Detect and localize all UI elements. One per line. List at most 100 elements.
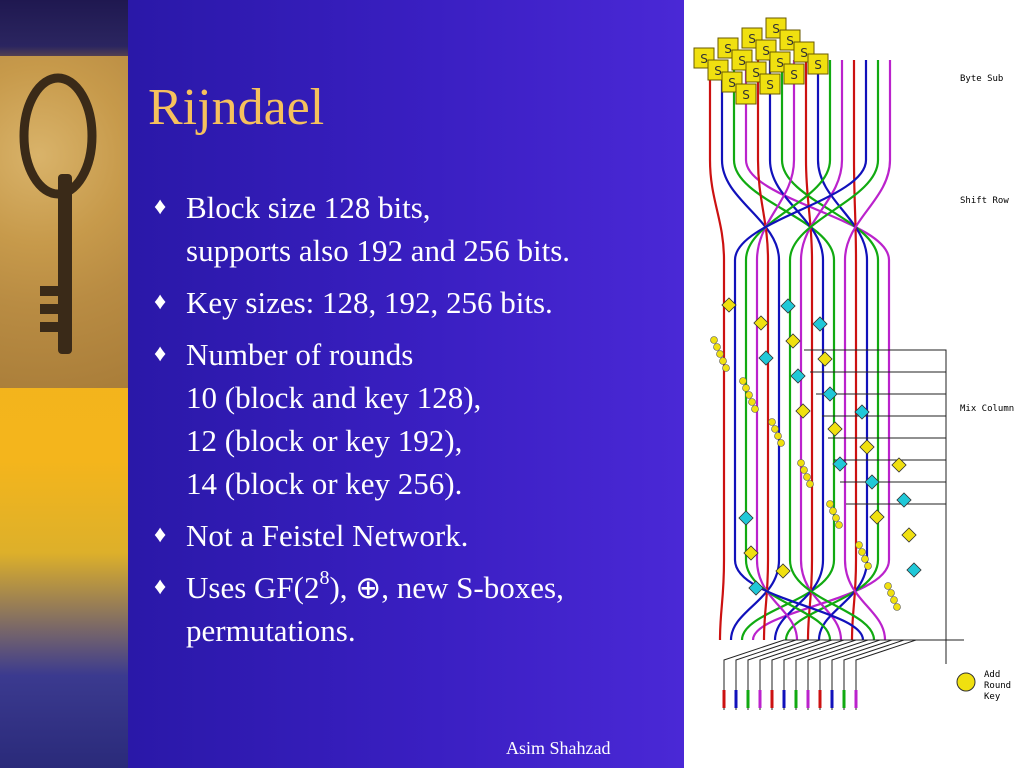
sbox-label: S (724, 42, 732, 56)
mix-column-box (859, 439, 875, 455)
xor-node (777, 439, 785, 447)
sbox-label: S (766, 78, 774, 92)
wire (744, 60, 832, 641)
key-stub (734, 690, 738, 708)
wire (720, 60, 781, 641)
sbox-cube (807, 53, 829, 75)
sbox-label: S (800, 46, 808, 60)
wire (816, 60, 869, 641)
bullet-diamond-icon: ♦ (154, 194, 167, 220)
xor-node (748, 398, 756, 406)
xor-node (797, 459, 805, 467)
sbox-label: S (742, 88, 750, 102)
sbox-label: S (738, 54, 746, 68)
bullet-block-size: ♦ Block size 128 bits, supports also 192… (150, 186, 690, 272)
wire (755, 60, 799, 641)
xor-node (855, 541, 863, 549)
key-stub (806, 690, 810, 708)
mix-column-box (780, 298, 796, 314)
mix-column-box (827, 421, 843, 437)
mix-column-box (817, 351, 833, 367)
xor-node (742, 384, 750, 392)
xor-node (806, 480, 814, 488)
key-stub (818, 690, 822, 708)
xor-node (864, 562, 872, 570)
xor-node (800, 466, 808, 474)
xor-node (719, 357, 727, 365)
mix-column-box (743, 545, 759, 561)
xor-node (771, 425, 779, 433)
xor-node (893, 603, 901, 611)
wire (732, 60, 836, 641)
sbox-cube (783, 63, 805, 85)
antique-key-photo (0, 56, 128, 388)
mix-column-line (816, 393, 947, 554)
xor-node (835, 521, 843, 529)
xor-node (826, 500, 834, 508)
bullet-diamond-icon: ♦ (154, 289, 167, 315)
mix-column-box (869, 509, 885, 525)
sbox-label: S (772, 22, 780, 36)
mix-column-box (812, 316, 828, 332)
sbox-label: S (762, 44, 770, 58)
xor-node (861, 555, 869, 563)
wire (756, 60, 770, 641)
wire (780, 60, 880, 641)
bullet-diamond-icon: ♦ (154, 522, 167, 548)
bullet-diamond-icon: ♦ (154, 574, 167, 600)
xor-node (713, 343, 721, 351)
sbox-label: S (728, 76, 736, 90)
key-line (819, 639, 964, 710)
mix-column-box (721, 297, 737, 313)
wire (850, 60, 858, 641)
xor-node (890, 596, 898, 604)
slide-content: Rijndael ♦ Block size 128 bits, supports… (128, 0, 684, 768)
xor-node (774, 432, 782, 440)
label-byte-sub: Byte Sub (960, 74, 1004, 84)
mix-column-box (832, 456, 848, 472)
key-stub (842, 690, 846, 708)
key-stub (746, 690, 750, 708)
mix-column-box (854, 404, 870, 420)
key-stub (854, 690, 858, 708)
key-line (855, 639, 964, 710)
label-shift-row: Shift Row (960, 196, 1009, 206)
xor-node (887, 589, 895, 597)
xor-node (829, 507, 837, 515)
bullet-uses-gf: ♦ Uses GF(28), ⊕, new S-boxes, permutati… (154, 566, 564, 648)
xor-node (803, 473, 811, 481)
footer-author: Asim Shahzad (506, 738, 611, 758)
mix-column-box (738, 510, 754, 526)
sbox-label: S (786, 34, 794, 48)
sbox-cube (759, 73, 781, 95)
key-stub (722, 690, 726, 708)
mix-column-box (896, 492, 912, 508)
mix-column-box (775, 563, 791, 579)
mix-column-box (753, 315, 769, 331)
key-stub (782, 690, 786, 708)
label-add-round-key: Add Round Key (984, 670, 1012, 702)
sbox-label: S (748, 32, 756, 46)
wire (788, 60, 880, 641)
sbox-label: S (790, 68, 798, 82)
mix-column-box (901, 527, 917, 543)
xor-node (710, 336, 718, 344)
mix-column-box (748, 580, 764, 596)
mix-column-box (822, 386, 838, 402)
mix-column-box (906, 562, 922, 578)
key-line (831, 639, 964, 710)
xor-node (745, 391, 753, 399)
antique-key-icon (19, 73, 97, 354)
key-stub (830, 690, 834, 708)
key-line (771, 639, 964, 710)
sbox-label: S (814, 58, 822, 72)
xor-node (716, 350, 724, 358)
add-round-key-node (956, 672, 976, 692)
xor-node (858, 548, 866, 556)
bullet-number-of-rounds: ♦ Number of rounds 10 (block and key 128… (150, 333, 690, 505)
key-stub (794, 690, 798, 708)
mix-column-box (758, 350, 774, 366)
mix-column-line (846, 503, 947, 664)
mix-column-box (891, 457, 907, 473)
sbox-label: S (700, 52, 708, 66)
